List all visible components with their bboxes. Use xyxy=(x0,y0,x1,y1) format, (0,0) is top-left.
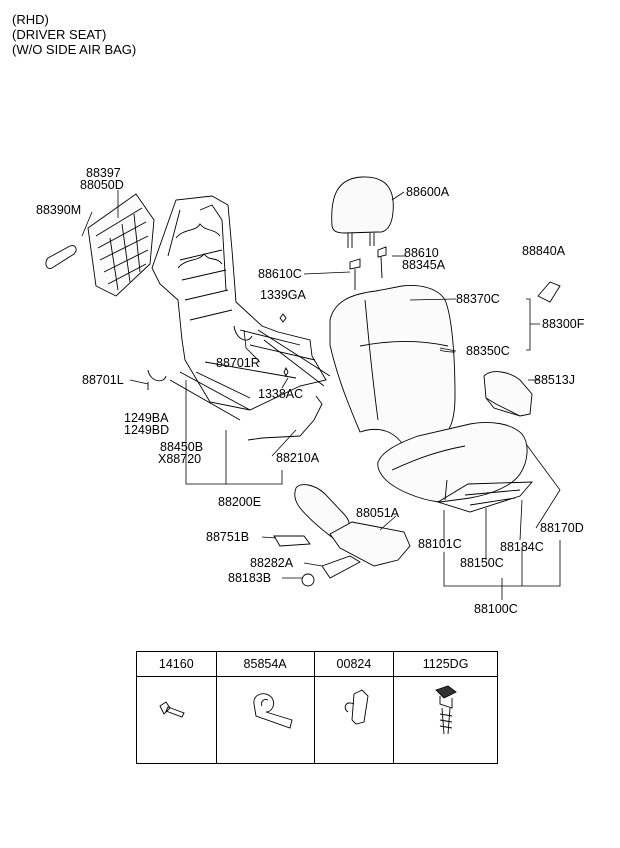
label-X88720: X88720 xyxy=(158,452,202,466)
seatback-frame-drawing xyxy=(151,195,327,411)
seat-rail-drawing xyxy=(169,329,331,421)
label-88170D: 88170D xyxy=(540,521,584,535)
seatback-cushion-drawing xyxy=(329,285,456,449)
legend-code-85854A: 85854A xyxy=(215,651,315,677)
note-rhd: (RHD) xyxy=(12,12,49,27)
label-88350C: 88350C xyxy=(466,344,510,358)
label-88345A: 88345A xyxy=(402,258,446,272)
label-88701L: 88701L xyxy=(82,373,124,387)
label-1339GA: 1339GA xyxy=(260,288,306,302)
legend-cell-14160 xyxy=(136,676,217,764)
seat-pan-frame-drawing xyxy=(436,481,534,513)
label-88751B: 88751B xyxy=(206,530,250,544)
wire-harness-drawing xyxy=(247,395,323,441)
label-88051A: 88051A xyxy=(356,506,400,520)
label-88397: 88397 xyxy=(86,166,121,180)
back-board-drawing xyxy=(87,193,155,297)
label-88050D: 88050D xyxy=(80,178,124,192)
side-shield-drawing xyxy=(483,371,533,417)
label-88610C: 88610C xyxy=(258,267,302,281)
seat-cushion-drawing xyxy=(377,422,528,503)
note-side-airbag: (W/O SIDE AIR BAG) xyxy=(12,42,137,57)
label-1338AC: 1338AC xyxy=(258,387,304,401)
clip-88701-drawing xyxy=(147,325,253,382)
label-88370C: 88370C xyxy=(456,292,500,306)
cover-trim-drawing xyxy=(273,535,311,547)
recliner-handle-drawing xyxy=(321,555,361,579)
label-88840A: 88840A xyxy=(522,244,566,258)
legend-cell-00824 xyxy=(313,676,395,764)
buckle-drawing xyxy=(537,281,561,303)
cover-clip-drawing xyxy=(45,245,77,270)
label-1249BD: 1249BD xyxy=(124,423,170,437)
legend-code-1125DG: 1125DG xyxy=(393,651,498,677)
label-88450B: 88450B xyxy=(160,440,204,454)
legend-cell-1125DG xyxy=(393,676,498,764)
label-88610: 88610 xyxy=(404,246,439,260)
fastener-legend-table: 14160 85854A 00824 1125DG xyxy=(136,651,498,764)
label-88200E: 88200E xyxy=(218,495,262,509)
label-88390M: 88390M xyxy=(36,203,82,217)
legend-cell-85854A xyxy=(215,676,315,764)
label-88101C: 88101C xyxy=(418,537,462,551)
headrest-guide-drawing xyxy=(349,246,387,290)
label-88513J: 88513J xyxy=(534,373,576,387)
label-88300F: 88300F xyxy=(542,317,585,331)
label-1249BA: 1249BA xyxy=(124,411,169,425)
label-88150C: 88150C xyxy=(460,556,504,570)
label-88600A: 88600A xyxy=(406,185,450,199)
headrest-drawing xyxy=(331,176,394,234)
label-88701R: 88701R xyxy=(216,356,260,370)
note-driver-seat: (DRIVER SEAT) xyxy=(12,27,107,42)
legend-code-00824: 00824 xyxy=(313,651,395,677)
label-88184C: 88184C xyxy=(500,540,544,554)
label-88100C: 88100C xyxy=(474,602,518,616)
legend-code-14160: 14160 xyxy=(136,651,217,677)
label-88210A: 88210A xyxy=(276,451,320,465)
label-88282A: 88282A xyxy=(250,556,294,570)
label-88183B: 88183B xyxy=(228,571,272,585)
